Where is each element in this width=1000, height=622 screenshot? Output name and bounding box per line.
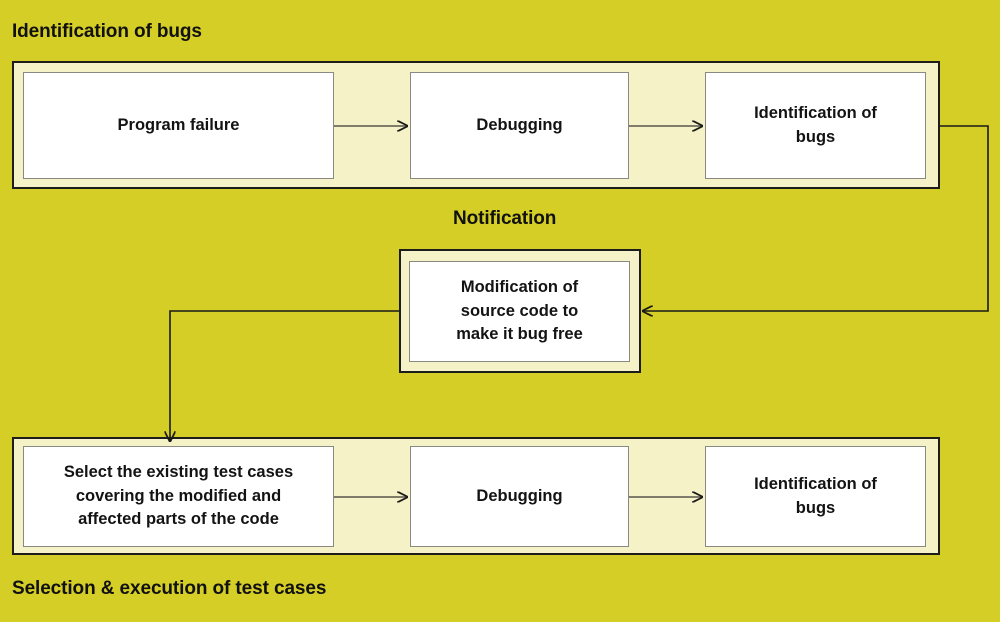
node-identification-top-line2: bugs (795, 127, 836, 146)
node-identification-of-bugs-bottom[interactable]: Identification of bugs (705, 446, 926, 547)
node-debugging-bottom[interactable]: Debugging (410, 446, 629, 547)
node-modification-line3: make it bug free (456, 325, 583, 344)
section-caption-notification: Notification (453, 208, 557, 229)
node-modification-line2: source code to (460, 301, 579, 320)
arrow-modification-to-select-tests (170, 310, 399, 441)
node-program-failure[interactable]: Program failure (23, 72, 334, 179)
node-identification-bottom-line1: Identification of (754, 474, 877, 493)
section-caption-identification-of-bugs: Identification of bugs (12, 21, 202, 42)
node-identification-top-line1: Identification of (754, 103, 877, 122)
node-modification-of-source-code[interactable]: Modification of source code to make it b… (409, 261, 630, 362)
node-identification-bottom-line2: bugs (795, 498, 836, 517)
node-debugging-bottom-label: Debugging (476, 486, 563, 505)
node-program-failure-label: Program failure (117, 115, 240, 134)
node-select-tests-line3: affected parts of the code (78, 510, 279, 529)
node-identification-of-bugs-top[interactable]: Identification of bugs (705, 72, 926, 179)
node-debugging-top[interactable]: Debugging (410, 72, 629, 179)
node-debugging-top-label: Debugging (476, 115, 563, 134)
node-modification-line1: Modification of (460, 277, 579, 296)
node-select-existing-test-cases[interactable]: Select the existing test cases covering … (23, 446, 334, 547)
section-caption-selection-execution: Selection & execution of test cases (12, 578, 327, 599)
node-select-tests-line2: covering the modified and (75, 486, 282, 505)
node-select-tests-line1: Select the existing test cases (63, 462, 294, 481)
